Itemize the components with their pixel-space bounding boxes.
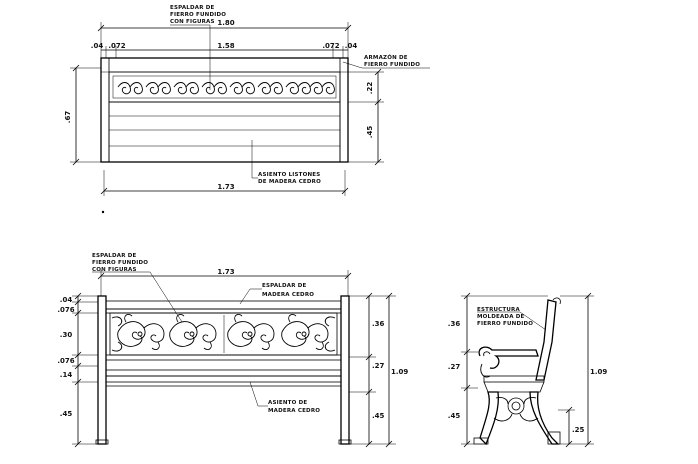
front-right-post [340, 295, 350, 445]
top-view: 1.80 .04 .072 1.58 .072 .04 [64, 5, 430, 196]
dim-label-front-d5: .14 [60, 371, 73, 379]
label-backrest-wood-front: ESPALDAR DE MADERA CEDRO [239, 283, 314, 305]
dim-right-column-front: .36 .27 .45 1.09 [349, 292, 408, 448]
dim-label-front-total: 1.09 [391, 368, 408, 376]
dim-label-front-d4: .076 [57, 357, 74, 365]
svg-text:FIERRO FUNDIDO: FIERRO FUNDIDO [92, 260, 148, 266]
dim-label-front-d6: .45 [60, 410, 73, 418]
label-seat-top: ASIENTO LISTONES DE MADERA CEDRO [251, 140, 321, 185]
dim-label-front-r2: .27 [372, 362, 385, 370]
dim-left-column-front: .04 .076 .30 .076 .14 .45 [57, 292, 98, 448]
top-backrest-ornament [117, 82, 335, 95]
front-backrest [105, 300, 342, 361]
front-view: 1.73 [57, 253, 408, 448]
dim-label-backrest-depth: .22 [366, 82, 374, 95]
top-view-bench [100, 57, 349, 163]
svg-text:ARMAZÓN DE: ARMAZÓN DE [364, 54, 408, 61]
dim-label-front-r3: .45 [372, 412, 385, 420]
dim-label-side-foot: .25 [572, 426, 585, 434]
svg-text:ESPALDAR DE: ESPALDAR DE [262, 283, 307, 289]
dim-label-overall-width: 1.80 [217, 19, 234, 27]
dim-right-depths: .22 .45 [348, 68, 384, 166]
svg-text:MADERA CEDRO: MADERA CEDRO [268, 408, 320, 414]
drawing-dot [101, 210, 105, 214]
svg-text:ESTRUCTURA: ESTRUCTURA [477, 307, 520, 313]
svg-text:ASIENTO DE: ASIENTO DE [268, 400, 307, 406]
dim-label-seat-depth: .45 [366, 126, 374, 139]
dim-seat-width-top: 1.73 [100, 170, 349, 196]
svg-text:DE MADERA CEDRO: DE MADERA CEDRO [258, 179, 321, 185]
dim-label-front-r1: .36 [372, 320, 385, 328]
front-backrest-ornament [111, 313, 336, 353]
dim-left-column-side: .36 .27 .45 [448, 292, 548, 448]
svg-text:ASIENTO LISTONES: ASIENTO LISTONES [258, 172, 320, 178]
front-left-post [97, 295, 107, 445]
svg-text:MOLDEADA DE: MOLDEADA DE [477, 314, 525, 320]
svg-text:FIERRO FUNDIDO: FIERRO FUNDIDO [170, 12, 226, 18]
label-backrest-top: ESPALDAR DE FIERRO FUNDIDO CON FIGURAS [170, 5, 226, 90]
dim-label-right-gap: .072 [322, 42, 339, 50]
dim-label-side-total: 1.09 [590, 368, 607, 376]
dim-label-front-d1: .04 [60, 296, 73, 304]
dim-label-left-gap: .072 [108, 42, 125, 50]
label-seat-front: ASIENTO DE MADERA CEDRO [249, 381, 320, 414]
svg-text:FIERRO FUNDIDO: FIERRO FUNDIDO [364, 62, 420, 68]
side-view: .36 .27 .45 1.09 .25 ESTRUCTURA MOLDEADA… [448, 292, 607, 448]
dim-row-inner: .04 .072 1.58 .072 .04 [91, 42, 358, 58]
dim-label-side-d2: .27 [448, 363, 461, 371]
dim-label-side-d3: .45 [448, 412, 461, 420]
dim-label-side-d1: .36 [448, 320, 461, 328]
svg-text:ESPALDAR DE: ESPALDAR DE [92, 253, 137, 259]
dim-label-front-d3: .30 [60, 331, 73, 339]
dim-label-total-depth: .67 [64, 111, 72, 124]
dim-right-column-side: 1.09 .25 [558, 292, 607, 448]
svg-text:MADERA CEDRO: MADERA CEDRO [262, 292, 314, 298]
dim-label-inner-width: 1.58 [217, 42, 234, 50]
side-view-frame [473, 297, 561, 446]
svg-text:CON FIGURAS: CON FIGURAS [92, 267, 137, 273]
dim-total-depth: .67 [64, 64, 101, 166]
svg-text:CON FIGURAS: CON FIGURAS [170, 19, 215, 25]
label-structure-side: ESTRUCTURA MOLDEADA DE FIERRO FUNDIDO [477, 307, 547, 331]
dim-overall-width-top: 1.80 [97, 19, 352, 58]
dim-label-right-post: .04 [345, 42, 358, 50]
svg-text:FIERRO FUNDIDO: FIERRO FUNDIDO [477, 321, 533, 327]
dim-label-left-post: .04 [91, 42, 104, 50]
front-seat [105, 369, 342, 387]
label-backrest-iron-front: ESPALDAR DE FIERRO FUNDIDO CON FIGURAS [92, 253, 183, 323]
dim-label-front-width: 1.73 [217, 268, 234, 276]
svg-text:ESPALDAR DE: ESPALDAR DE [170, 5, 215, 11]
dim-overall-width-front: 1.73 [97, 268, 352, 296]
dim-label-front-d2: .076 [57, 306, 74, 314]
label-frame-top: ARMAZÓN DE FIERRO FUNDIDO [342, 54, 430, 69]
dim-label-seat-width: 1.73 [217, 183, 234, 191]
